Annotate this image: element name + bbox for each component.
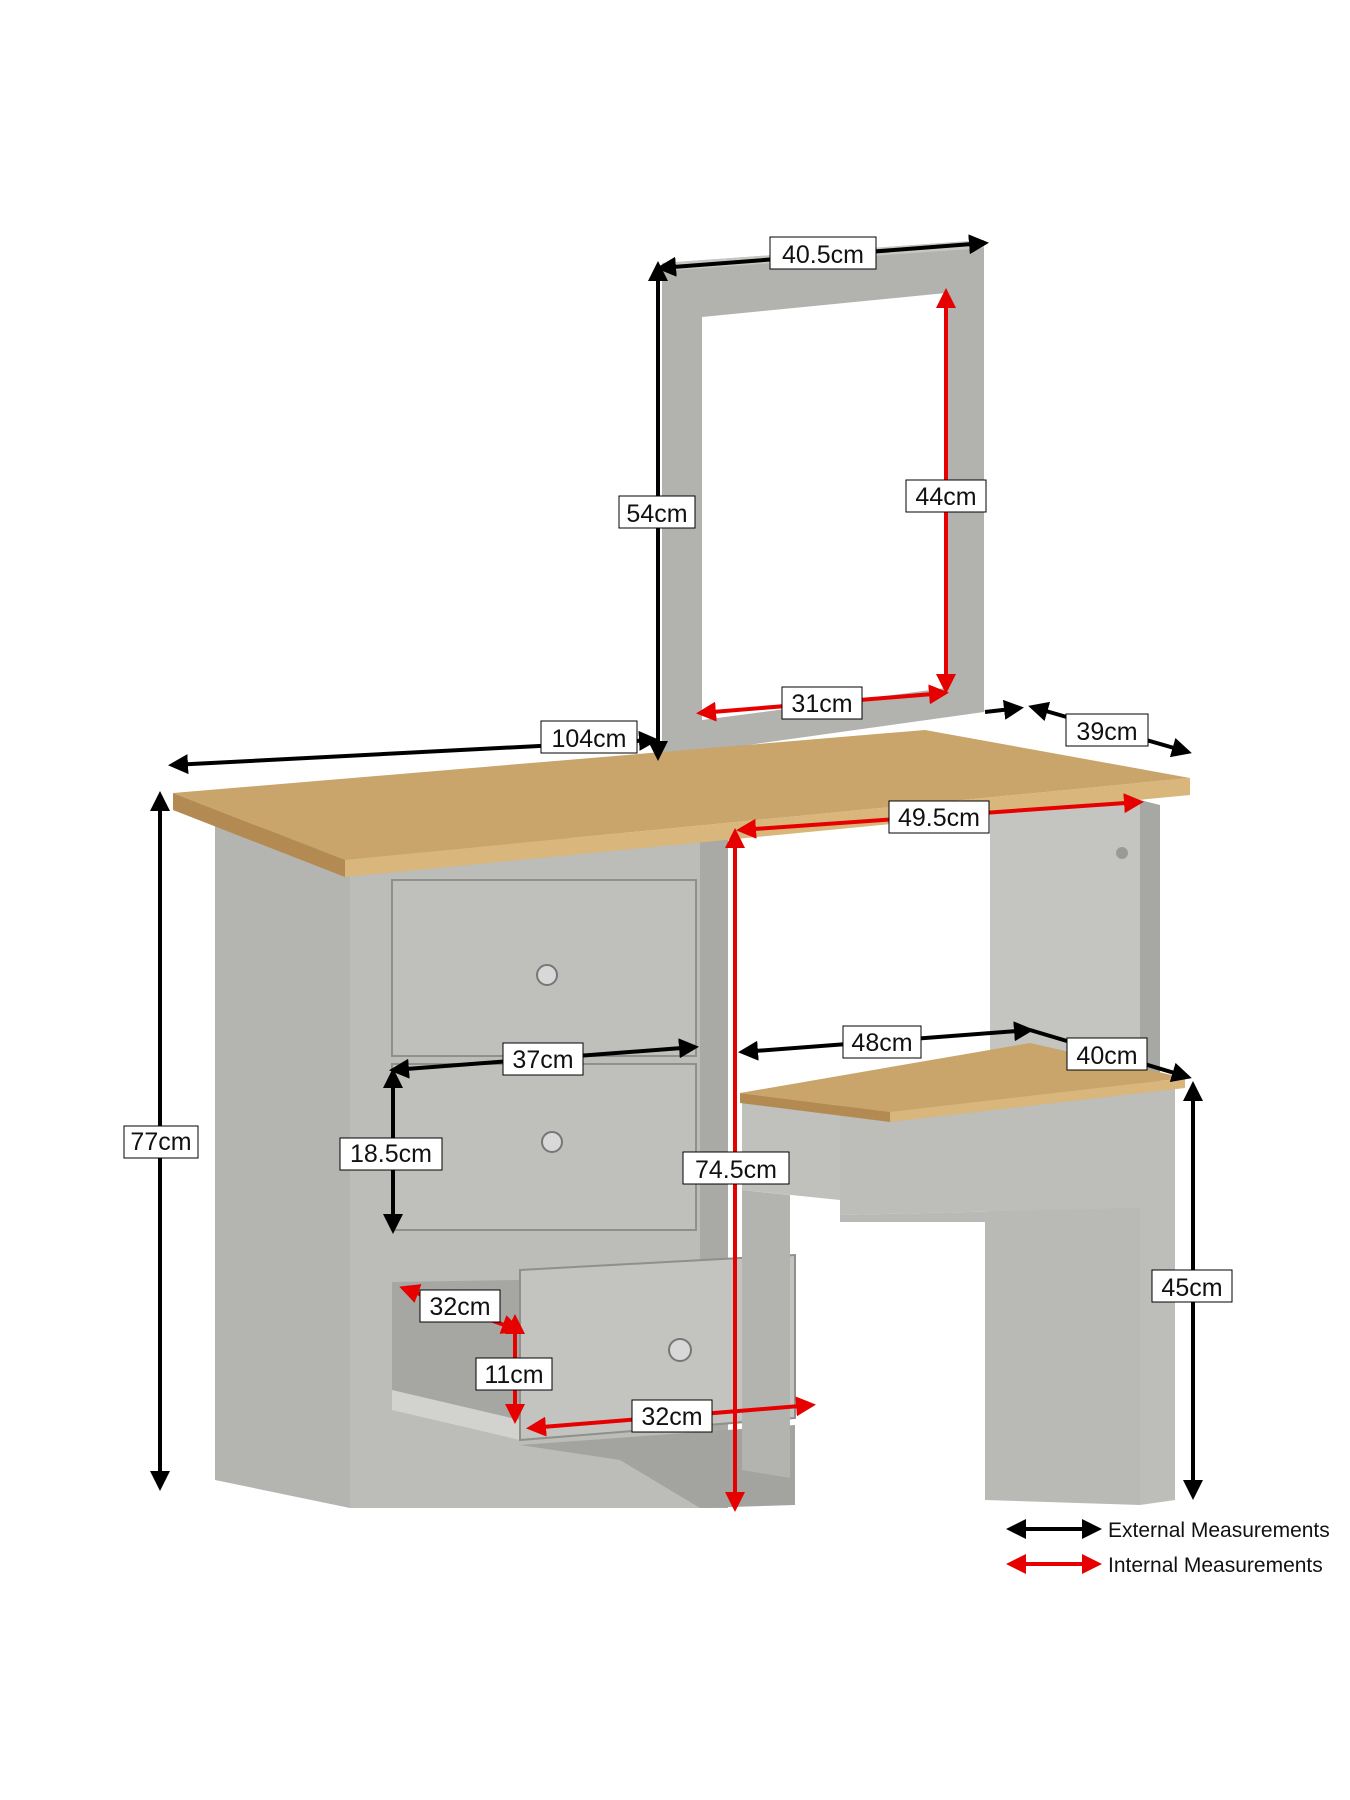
- label-glass-width: 31cm: [791, 690, 852, 718]
- label-stool-width: 48cm: [851, 1029, 912, 1057]
- mirror: [662, 240, 984, 757]
- legend-internal-label: Internal Measurements: [1108, 1554, 1323, 1577]
- label-stool-depth: 40cm: [1076, 1042, 1137, 1070]
- label-drawer-inner-depth: 32cm: [429, 1293, 490, 1321]
- legend-external-label: External Measurements: [1108, 1519, 1330, 1542]
- stool: [740, 1043, 1185, 1505]
- dim-line-mirror-depth-tick: [984, 699, 1024, 720]
- label-table-depth: 39cm: [1076, 718, 1137, 746]
- label-drawer-width: 37cm: [512, 1046, 573, 1074]
- dimension-labels: 40.5cm 54cm 44cm 31cm 104cm 39cm 49.5cm …: [123, 236, 1233, 1433]
- label-glass-height: 44cm: [915, 483, 976, 511]
- label-drawer-inner-height: 11cm: [484, 1361, 543, 1389]
- label-stool-height: 45cm: [1161, 1274, 1222, 1302]
- drawer-top: [391, 879, 697, 1057]
- label-mirror-height: 54cm: [626, 500, 687, 528]
- label-mirror-width: 40.5cm: [782, 241, 864, 269]
- label-knee-height: 74.5cm: [695, 1156, 777, 1184]
- furniture-illustration: [173, 240, 1190, 1508]
- label-drawer-height: 18.5cm: [350, 1140, 432, 1168]
- legend: External Measurements Internal Measureme…: [1006, 1519, 1330, 1577]
- label-table-width: 104cm: [551, 725, 626, 753]
- label-drawer-inner-width: 32cm: [641, 1403, 702, 1431]
- label-knee-width: 49.5cm: [898, 804, 980, 832]
- label-table-height: 77cm: [130, 1128, 191, 1156]
